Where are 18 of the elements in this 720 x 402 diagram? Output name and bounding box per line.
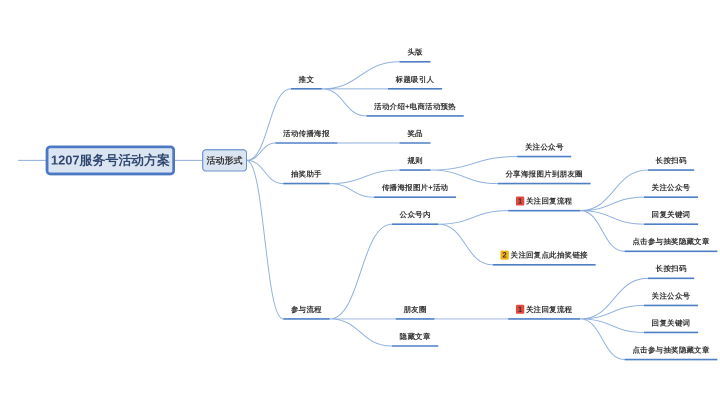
connector [438,210,509,225]
connector [18,160,48,161]
connector [246,88,292,161]
connector [329,183,375,198]
connector [438,224,494,266]
connector [246,160,284,320]
connector [434,318,509,320]
connector [336,142,400,144]
connector [246,160,284,184]
connector [329,224,392,320]
connector [580,210,626,252]
connector [580,210,644,225]
connector [329,318,392,346]
connector [321,88,367,116]
connector [173,160,204,161]
connector [430,170,498,184]
connector [580,318,626,360]
connector [246,142,276,161]
